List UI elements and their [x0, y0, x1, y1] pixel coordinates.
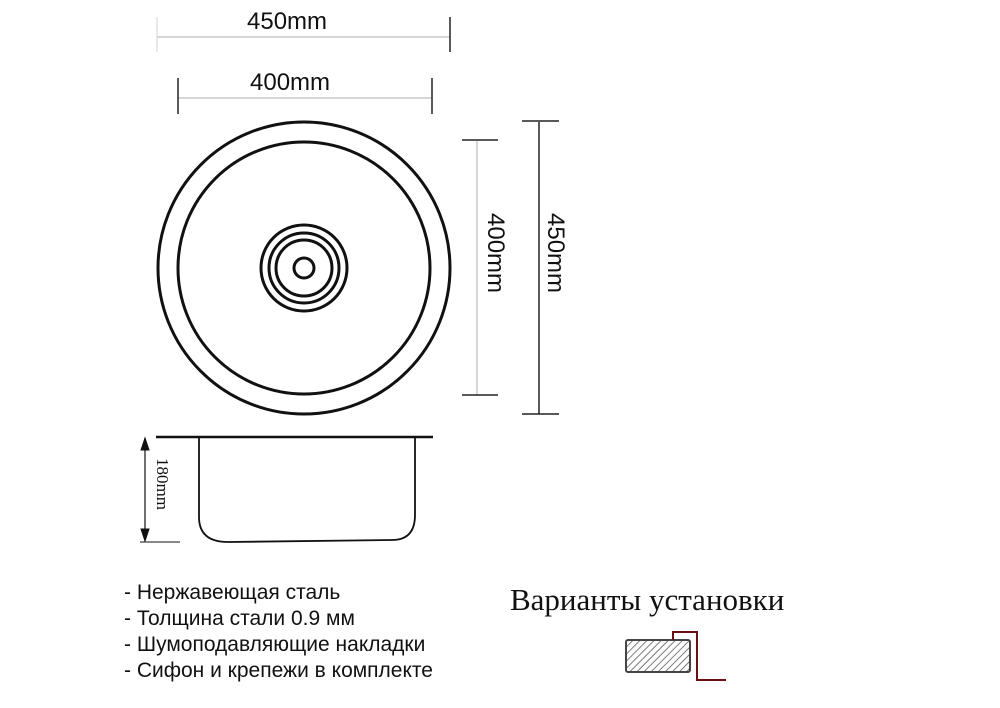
undermount-install-icon: [625, 631, 726, 681]
sink-side-view: [156, 435, 433, 543]
dimension-right-outer: [522, 120, 559, 415]
sink-top-view: [156, 120, 452, 416]
dimension-right-inner: [462, 139, 498, 396]
sink-outer-rim: [156, 120, 452, 416]
drain-icon: [259, 223, 349, 313]
dimension-top-inner: [177, 78, 433, 114]
dimension-label-depth: 180mm: [153, 458, 172, 510]
dimension-top-outer: [156, 17, 451, 52]
sink-inner-bowl: [176, 140, 432, 396]
feature-item: - Сифон и крепежи в комплекте: [124, 659, 433, 682]
feature-item: - Шумоподавляющие накладки: [124, 633, 426, 656]
dimension-label-right-inner: 400mm: [482, 213, 509, 294]
dimension-label-right-outer: 450mm: [542, 213, 569, 294]
dimension-label-top-inner: 400mm: [250, 69, 331, 96]
feature-item: - Толщина стали 0.9 мм: [124, 607, 355, 630]
feature-list: - Нержавеющая сталь - Толщина стали 0.9 …: [124, 580, 433, 684]
installation-title: Варианты установки: [510, 582, 785, 617]
dimension-depth: [140, 436, 180, 543]
feature-item: - Нержавеющая сталь: [124, 581, 341, 604]
dimension-label-top-outer: 450mm: [247, 8, 328, 35]
